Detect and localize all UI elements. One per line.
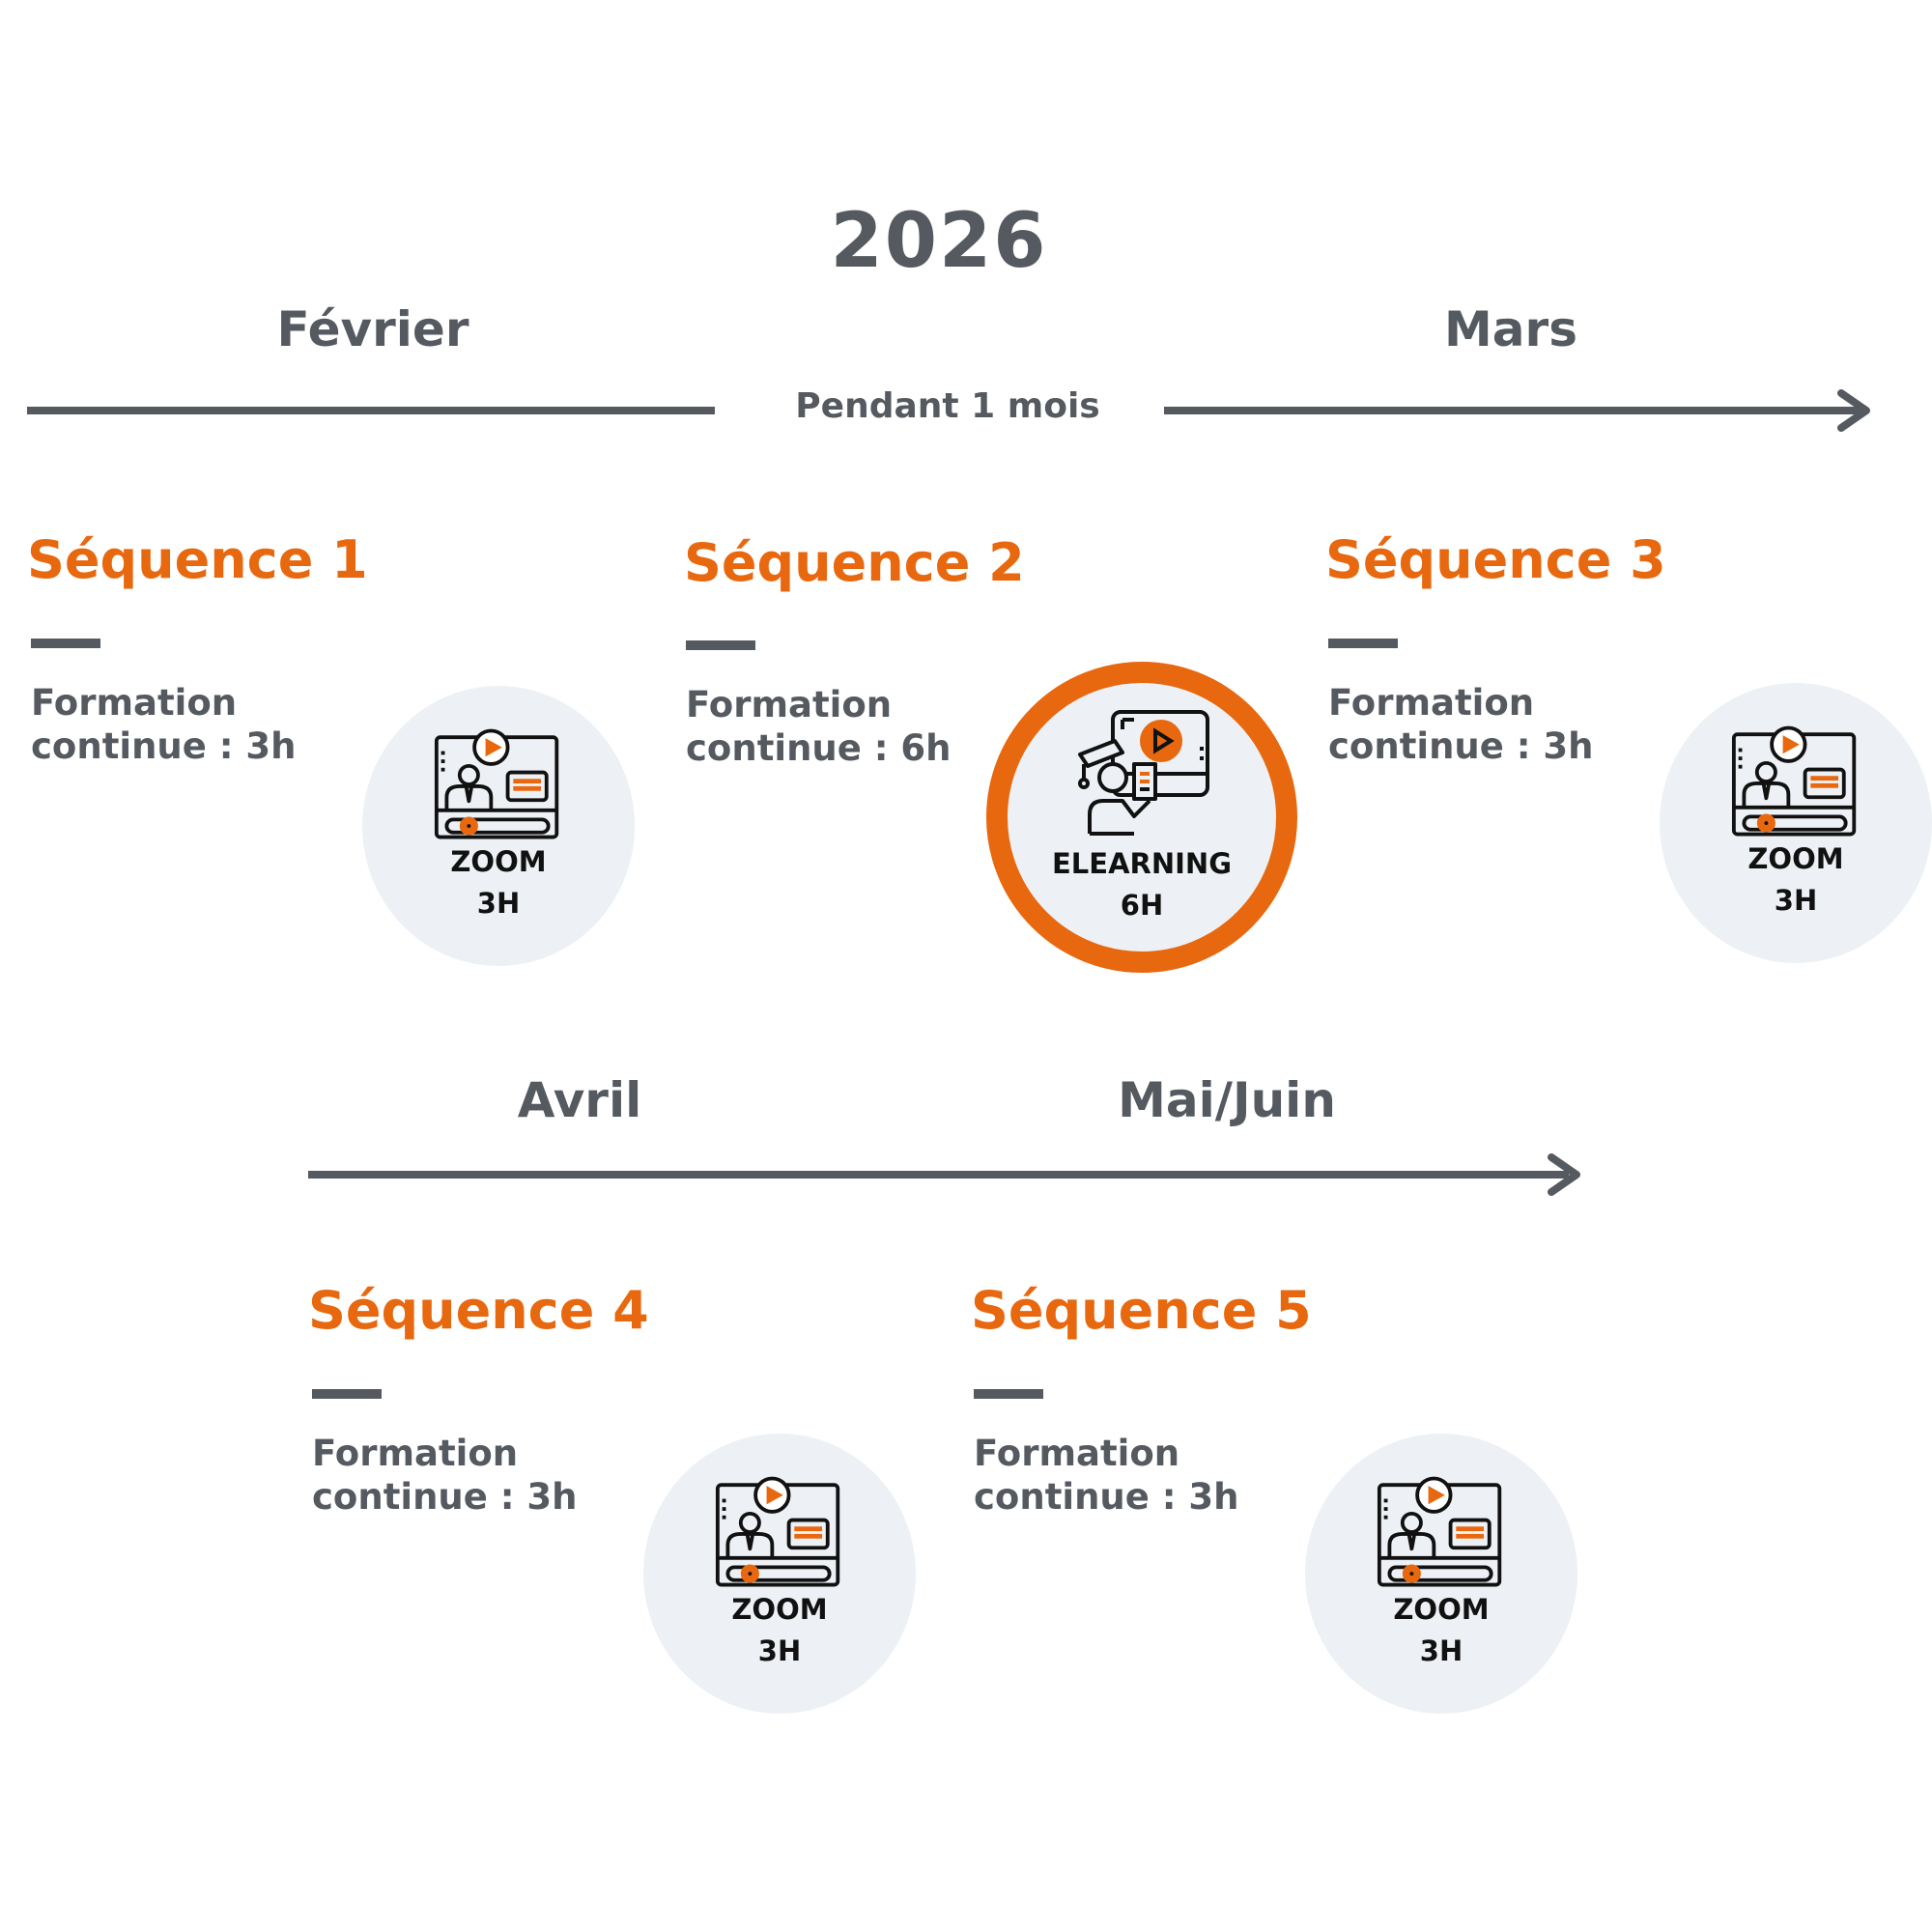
sequence-5-title: Séquence 5: [971, 1280, 1312, 1341]
badge-hours: 3H: [757, 1634, 802, 1667]
divider-dash: [31, 639, 100, 648]
divider-dash: [1328, 639, 1398, 648]
month-fevrier: Février: [276, 301, 469, 357]
video-conference-icon: [1377, 1475, 1506, 1589]
duration-note: Pendant 1 mois: [795, 386, 1100, 426]
month-avril: Avril: [517, 1072, 642, 1128]
sequence-4-badge: ZOOM 3H: [643, 1434, 916, 1714]
sequence-5-badge: ZOOM 3H: [1305, 1434, 1577, 1714]
divider-dash: [974, 1389, 1043, 1399]
video-conference-icon: [434, 727, 563, 841]
sequence-3-title: Séquence 3: [1325, 529, 1666, 590]
badge-type: ZOOM: [1747, 842, 1844, 875]
sequence-2-badge: ELEARNING 6H: [986, 662, 1297, 973]
month-mai-juin: Mai/Juin: [1118, 1072, 1336, 1128]
badge-type: ZOOM: [731, 1593, 828, 1626]
timeline-line-left: [27, 407, 715, 414]
divider-dash: [312, 1389, 382, 1399]
month-mars: Mars: [1444, 301, 1577, 357]
timeline-line-right: [1164, 407, 1861, 414]
sequence-2-title: Séquence 2: [684, 532, 1025, 593]
badge-hours: 3H: [476, 887, 521, 920]
sequence-1-description: Formation continue : 3h: [31, 682, 297, 767]
badge-type: ELEARNING: [1051, 847, 1232, 880]
sequence-5-description: Formation continue : 3h: [974, 1433, 1239, 1518]
badge-type: ZOOM: [1393, 1593, 1490, 1626]
elearning-icon: [1074, 708, 1209, 843]
badge-type: ZOOM: [450, 845, 547, 878]
video-conference-icon: [1731, 724, 1861, 838]
arrow-head-icon: [1837, 389, 1870, 432]
badge-hours: 3H: [1774, 884, 1818, 917]
sequence-2-description: Formation continue : 6h: [686, 684, 952, 769]
sequence-4-description: Formation continue : 3h: [312, 1433, 578, 1518]
badge-hours: 3H: [1419, 1634, 1463, 1667]
sequence-3-badge: ZOOM 3H: [1660, 683, 1932, 963]
sequence-1-badge: ZOOM 3H: [362, 686, 635, 966]
arrow-head-icon: [1548, 1153, 1580, 1196]
timeline-line-2: [308, 1171, 1569, 1179]
sequence-4-title: Séquence 4: [308, 1280, 649, 1341]
year-heading: 2026: [830, 198, 1048, 285]
divider-dash: [686, 640, 755, 650]
sequence-1-title: Séquence 1: [27, 529, 368, 590]
sequence-3-description: Formation continue : 3h: [1328, 682, 1594, 767]
badge-hours: 6H: [1120, 889, 1164, 922]
video-conference-icon: [715, 1475, 844, 1589]
